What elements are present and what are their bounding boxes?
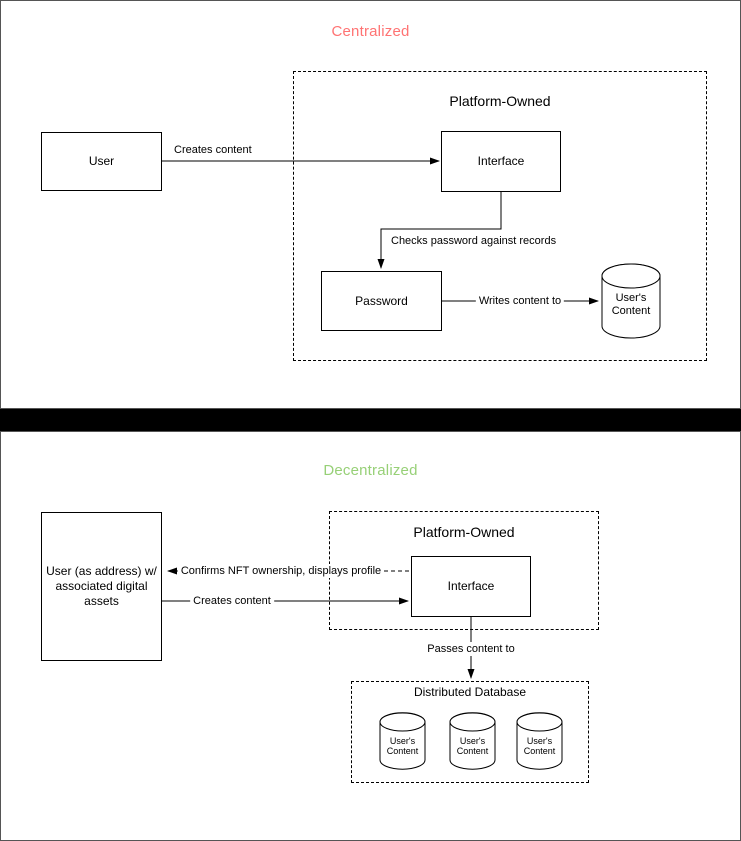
users-content-label: User's Content <box>611 292 651 317</box>
edge-label-writes-content: Writes content to <box>475 294 565 308</box>
platform-owned-group: Platform-Owned <box>293 71 707 361</box>
edge-label-creates-content: Creates content <box>174 144 252 156</box>
users-content-cylinder-1: User's Content <box>379 712 426 770</box>
users-content-cylinder-2: User's Content <box>449 712 496 770</box>
interface-node: Interface <box>441 131 561 192</box>
users-content-label: User's Content <box>456 736 489 757</box>
edge-label-creates-content: Creates content <box>190 594 274 608</box>
cylinder-icon <box>449 712 496 770</box>
platform-owned-group-label: Platform-Owned <box>449 93 551 109</box>
edge-label-passes-content: Passes content to <box>424 642 518 656</box>
cylinder-icon <box>601 263 661 339</box>
decentralized-title: Decentralized <box>323 462 418 479</box>
platform-owned-group-label: Platform-Owned <box>413 524 515 540</box>
users-content-cylinder-3: User's Content <box>516 712 563 770</box>
users-content-label: User's Content <box>386 736 419 757</box>
edge-label-checks-password: Checks password against records <box>391 235 557 247</box>
decentralized-panel: Decentralized Platform-Owned User (as ad… <box>0 431 741 841</box>
cylinder-icon <box>516 712 563 770</box>
users-content-label: User's Content <box>523 736 556 757</box>
centralized-panel: Centralized Platform-Owned User Interfac… <box>0 0 741 409</box>
centralized-title: Centralized <box>331 23 410 40</box>
distributed-database-group: Distributed Database <box>351 681 589 783</box>
interface-node: Interface <box>411 556 531 617</box>
password-node: Password <box>321 271 442 331</box>
user-node: User <box>41 132 162 191</box>
edge-label-confirms-nft: Confirms NFT ownership, displays profile <box>177 564 385 578</box>
users-content-cylinder: User's Content <box>601 263 661 339</box>
distributed-database-label: Distributed Database <box>413 685 527 699</box>
user-node: User (as address) w/ associated digital … <box>41 512 162 661</box>
cylinder-icon <box>379 712 426 770</box>
section-divider <box>0 409 741 431</box>
